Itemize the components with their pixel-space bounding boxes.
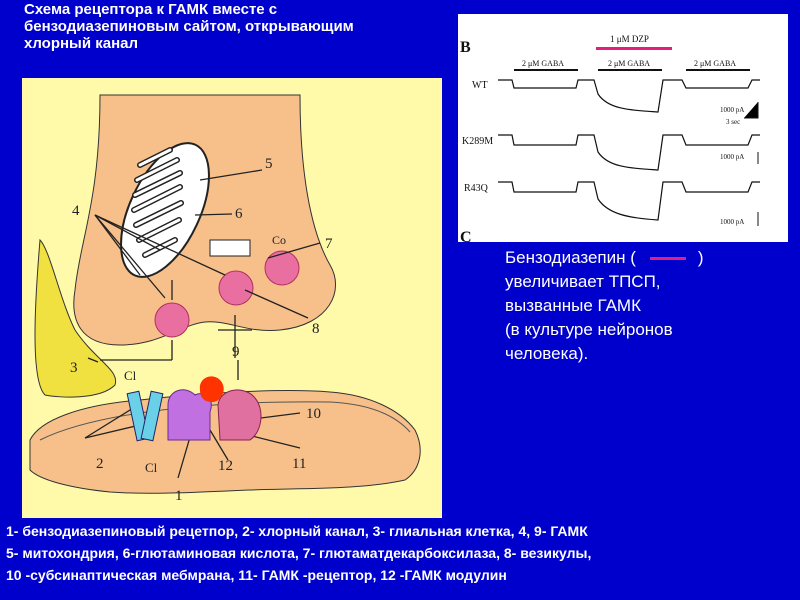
label-2: 2	[96, 456, 104, 472]
label-co: Co	[272, 233, 286, 247]
legend-line-2: 5- митохондрия, 6-глютаминовая кислота, …	[6, 545, 592, 561]
vesicle-1	[264, 250, 300, 286]
caption-line-2: увеличивает ТПСП,	[505, 272, 661, 291]
gaba-label-1: 2 μM GABA	[522, 59, 564, 68]
label-3: 3	[70, 360, 78, 376]
label-5: 5	[265, 156, 273, 172]
scale-bars	[744, 102, 759, 226]
current-traces: B C 1 μM DZP 2 μM GABA 2 μM GABA 2 μM GA…	[460, 34, 760, 246]
dzp-label: 1 μM DZP	[610, 34, 649, 44]
recording-figure: B C 1 μM DZP 2 μM GABA 2 μM GABA 2 μM GA…	[458, 14, 788, 246]
vesicle-2	[218, 270, 254, 306]
label-12: 12	[218, 458, 233, 474]
traces	[498, 79, 760, 221]
postsynaptic-cell	[29, 390, 421, 494]
gaba-receptor	[217, 389, 262, 441]
panel-c-label: C	[460, 229, 472, 242]
legend-line-1: 1- бензодиазепиновый рецетпор, 2- хлорны…	[6, 523, 588, 539]
scale-3sec: 3 sec	[726, 118, 740, 126]
label-cl-bottom: Cl	[145, 460, 158, 475]
page-title: Схема рецептора к ГАМК вместе с бензодиа…	[24, 1, 354, 52]
label-10: 10	[306, 406, 321, 422]
caption: Бензодиазепин () увеличивает ТПСП, вызва…	[505, 246, 795, 366]
arrows	[84, 169, 321, 479]
subsynaptic-membrane	[39, 401, 411, 441]
row-r43q: R43Q	[464, 183, 489, 194]
panel-b-label: B	[460, 39, 471, 56]
gaba-bars	[514, 69, 750, 71]
dzp-color-mark	[649, 257, 686, 261]
label-7: 7	[325, 236, 333, 252]
row-k289m: K289M	[462, 136, 493, 147]
label-8: 8	[312, 321, 320, 337]
scale-1000pa-2: 1000 pA	[720, 153, 744, 161]
row-wt: WT	[472, 80, 488, 91]
label-cl-top: Cl	[124, 368, 137, 383]
glutamic-acid-box	[209, 239, 251, 257]
scale-1000pa-1: 1000 pA	[720, 106, 744, 114]
gaba-modulin	[167, 389, 212, 441]
dzp-bar	[596, 47, 672, 50]
label-1: 1	[175, 488, 183, 504]
label-6: 6	[235, 206, 243, 222]
synapse-diagram: 4 5 6 7 Co 8 9 3 Cl 10 2 Cl 12 11 1	[22, 78, 442, 518]
gaba-label-2: 2 μM GABA	[608, 59, 650, 68]
caption-line-1: Бензодиазепин ()	[505, 248, 704, 267]
label-9: 9	[232, 344, 240, 360]
scale-1000pa-3: 1000 pA	[720, 218, 744, 226]
legend-line-3: 10 -субсинаптическая мебмрана, 11- ГАМК …	[6, 567, 507, 583]
legend: 1- бензодиазепиновый рецетпор, 2- хлорны…	[6, 520, 796, 586]
mitochondrion-cristae-inner	[132, 148, 183, 257]
gaba-label-3: 2 μM GABA	[694, 59, 736, 68]
presynaptic-terminal	[73, 94, 336, 346]
label-11: 11	[292, 456, 306, 472]
caption-line-5: человека).	[505, 344, 589, 363]
chloride-channel	[126, 390, 164, 442]
vesicle-3	[154, 302, 190, 338]
benzodiazepine-site	[199, 376, 224, 402]
label-4: 4	[72, 203, 80, 219]
caption-line-4: (в культуре нейронов	[505, 320, 673, 339]
glial-cell	[34, 238, 117, 398]
caption-line-3: вызванные ГАМК	[505, 296, 641, 315]
